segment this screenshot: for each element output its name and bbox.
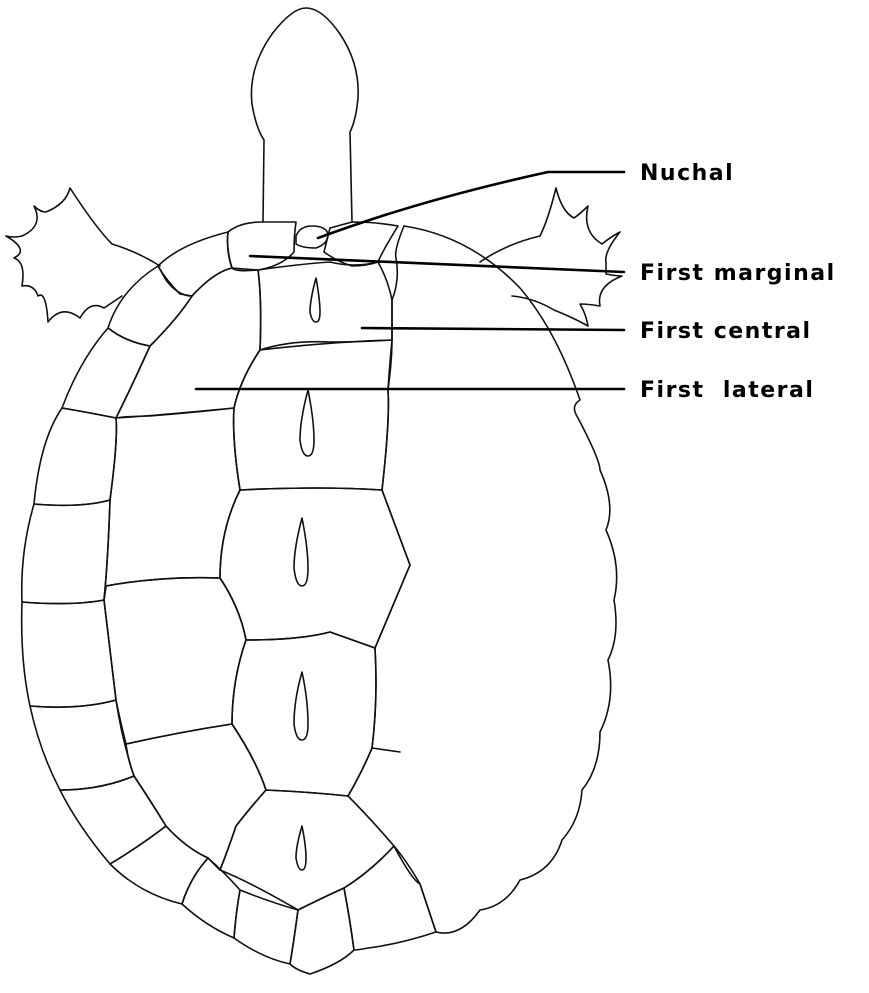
marginal-scutes: [22, 222, 436, 974]
lateral-scute-4: [126, 724, 266, 870]
keel-mark-3: [294, 518, 308, 586]
keel-mark-5: [296, 826, 306, 870]
lateral-scute-2: [104, 408, 240, 600]
keel-marks: [294, 278, 320, 870]
marginal-scute-9: [60, 776, 166, 864]
marginal-scute-1: [228, 222, 297, 271]
label-first-lateral: First lateral: [640, 378, 814, 403]
marginal-scute-6: [22, 500, 110, 604]
keel-mark-1: [310, 278, 320, 322]
turtle-head: [251, 8, 358, 222]
carapace-right-edge: [394, 226, 617, 933]
marginal-scute-14: [344, 846, 436, 950]
label-first-central: First central: [640, 319, 812, 344]
marginal-scute-5: [34, 408, 116, 505]
marginal-scute-3: [108, 266, 192, 346]
leader-line-nuchal: [318, 172, 624, 238]
midline-seam: [348, 226, 410, 796]
marginal-scute-11: [182, 858, 240, 938]
central-scute-4: [232, 632, 376, 796]
central-scute-1: [258, 262, 392, 350]
keel-mark-4: [294, 672, 308, 740]
marginal-scute-7: [22, 600, 116, 707]
lateral-scute-3: [104, 578, 246, 744]
leader-lines: [196, 172, 624, 389]
lateral-scutes: [104, 268, 266, 870]
central-scute-3: [220, 488, 410, 648]
left-forelimb: [6, 188, 160, 322]
leader-line-first-central: [362, 328, 624, 330]
marginal-scute-2: [158, 232, 232, 296]
right-forelimb: [480, 188, 622, 326]
label-nuchal: Nuchal: [640, 161, 734, 186]
label-first-marginal: First marginal: [640, 261, 836, 286]
keel-mark-2: [300, 390, 314, 456]
marginal-scute-12: [234, 890, 298, 964]
central-scutes: [220, 262, 410, 910]
marginal-scute-10: [110, 826, 208, 904]
marginal-scute-13: [290, 888, 354, 974]
